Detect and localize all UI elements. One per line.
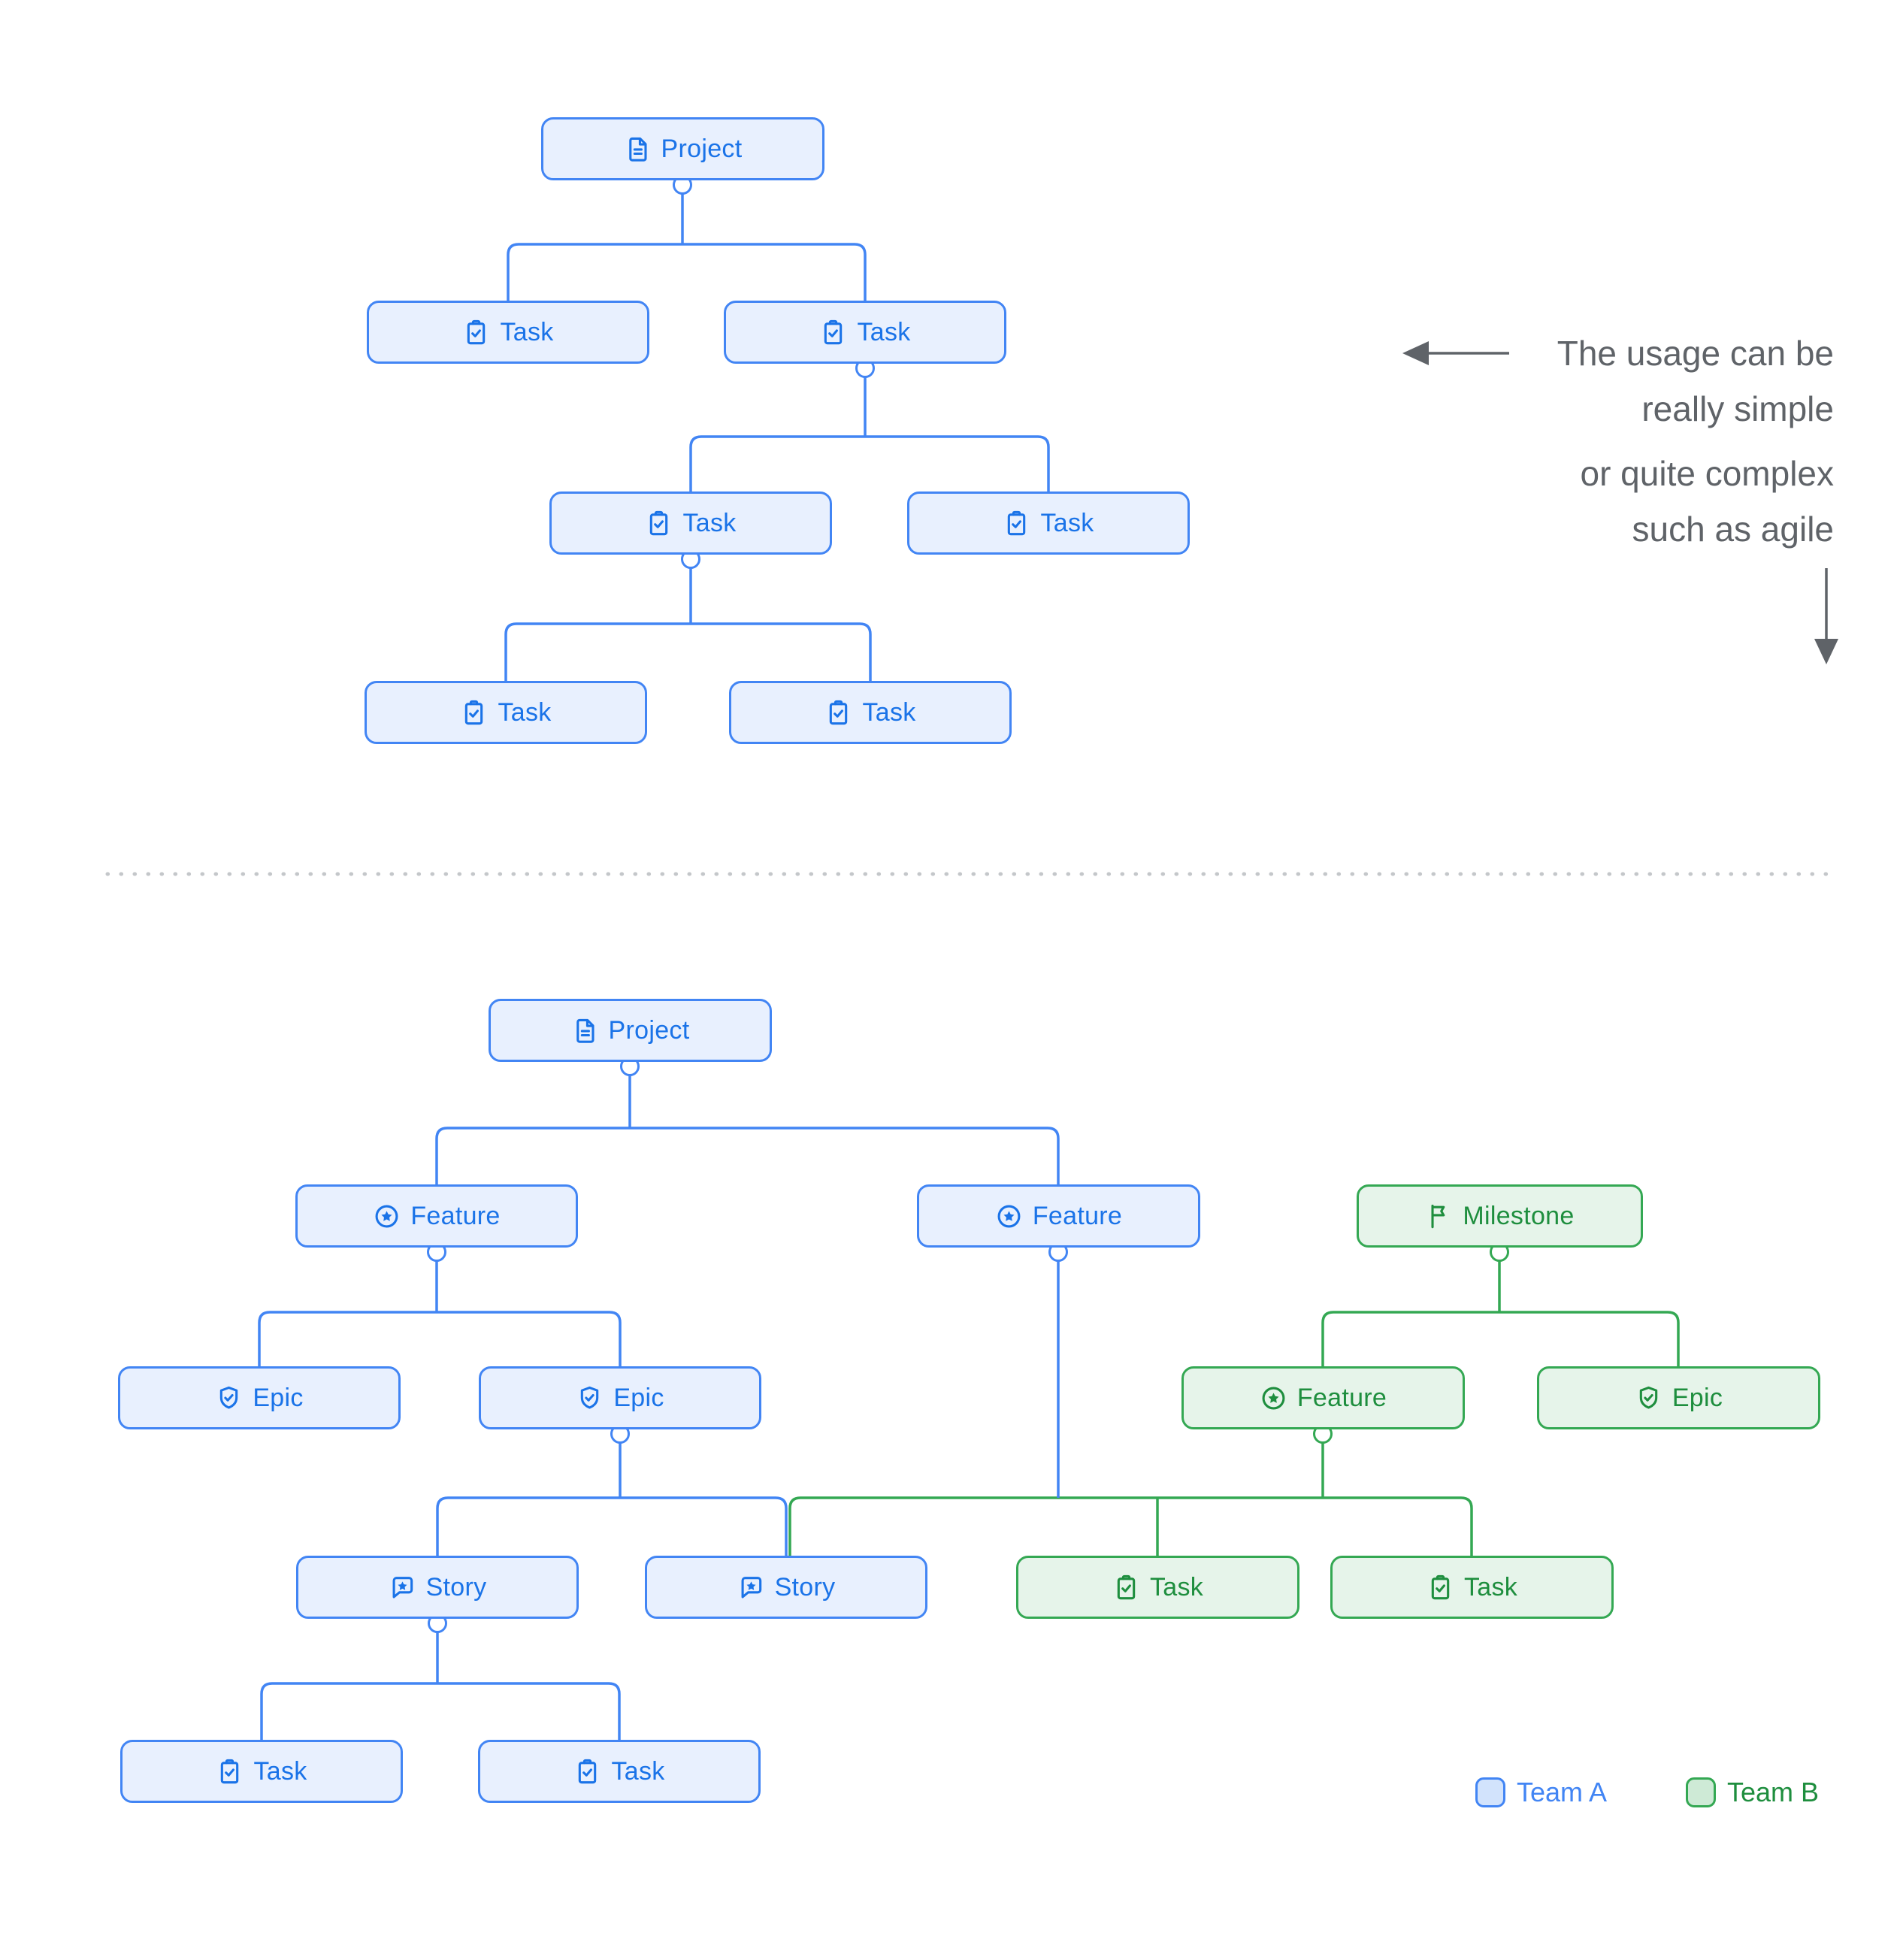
task-icon [573, 1758, 601, 1786]
story-icon [737, 1574, 765, 1602]
fork-connector [504, 568, 872, 681]
legend-item-team-a: Team A [1475, 1777, 1607, 1808]
node-simple-task-2: Task [724, 301, 1006, 364]
legend-item-team-b: Team B [1686, 1777, 1819, 1808]
node-simple-task-1: Task [367, 301, 649, 364]
annotation-line: really simple [1641, 389, 1834, 428]
task-icon [1003, 510, 1030, 537]
annotation-simple: The usage can be really simple [1557, 325, 1834, 437]
node-label: Project [661, 134, 743, 163]
fork-connector [435, 1075, 1060, 1184]
node-label: Project [608, 1015, 690, 1045]
legend-label: Team A [1517, 1777, 1608, 1807]
node-complex-epic-3: Epic [1537, 1366, 1820, 1429]
node-simple-project: Project [541, 117, 824, 180]
document-icon [571, 1017, 599, 1045]
node-simple-task-4: Task [907, 492, 1190, 555]
team-b-swatch-icon [1686, 1777, 1716, 1807]
annotation-complex: or quite complex such as agile [1581, 446, 1835, 557]
task-icon [819, 319, 847, 346]
fork-connector [258, 1261, 622, 1366]
annotation-line: or quite complex [1580, 454, 1835, 493]
fork-connector [260, 1632, 621, 1740]
node-label: Task [857, 317, 911, 346]
node-label: Epic [253, 1383, 304, 1412]
node-label: Story [774, 1572, 836, 1602]
node-complex-story-2: Story [645, 1556, 927, 1619]
task-icon [1426, 1574, 1454, 1602]
task-icon [645, 510, 673, 537]
story-icon [389, 1574, 416, 1602]
node-label: Task [862, 697, 916, 727]
milestone-icon [1425, 1202, 1453, 1230]
fork-connector [689, 377, 1050, 492]
task-icon [460, 699, 488, 727]
node-label: Feature [1296, 1383, 1387, 1412]
annotation-line: The usage can be [1557, 334, 1834, 373]
team-a-swatch-icon [1475, 1777, 1505, 1807]
annotation-line: such as agile [1632, 510, 1835, 549]
task-icon [216, 1758, 244, 1786]
node-label: Milestone [1463, 1201, 1575, 1230]
task-icon [462, 319, 490, 346]
node-label: Task [1463, 1572, 1518, 1602]
node-complex-task-2: Task [1330, 1556, 1614, 1619]
node-complex-milestone: Milestone [1357, 1184, 1643, 1248]
arrow-down-head-icon [1814, 639, 1838, 664]
node-simple-task-6: Task [729, 681, 1012, 744]
node-complex-feature-3: Feature [1181, 1366, 1465, 1429]
task-icon [824, 699, 852, 727]
node-simple-task-3: Task [549, 492, 832, 555]
node-label: Task [500, 317, 554, 346]
arrow-left-head-icon [1402, 341, 1429, 365]
node-complex-feature-2: Feature [917, 1184, 1200, 1248]
legend-label: Team B [1727, 1777, 1820, 1807]
fork-connector [507, 194, 867, 301]
epic-icon [576, 1384, 604, 1412]
node-complex-task-3: Task [120, 1740, 403, 1803]
feature-icon [373, 1202, 401, 1230]
fork-connector [788, 1443, 1473, 1556]
node-label: Task [682, 508, 737, 537]
fork-connector [1321, 1261, 1680, 1366]
node-complex-project: Project [489, 999, 772, 1062]
node-label: Story [425, 1572, 487, 1602]
epic-icon [1635, 1384, 1662, 1412]
feature-icon [1260, 1384, 1287, 1412]
node-complex-story-1: Story [296, 1556, 579, 1619]
node-simple-task-5: Task [365, 681, 647, 744]
node-label: Feature [410, 1201, 501, 1230]
feature-icon [995, 1202, 1023, 1230]
node-complex-epic-2: Epic [479, 1366, 761, 1429]
node-label: Task [253, 1756, 307, 1786]
node-label: Task [611, 1756, 665, 1786]
node-label: Task [498, 697, 552, 727]
node-label: Epic [613, 1383, 664, 1412]
fork-connector [436, 1443, 788, 1556]
node-complex-epic-1: Epic [118, 1366, 401, 1429]
task-icon [1112, 1574, 1140, 1602]
node-complex-feature-1: Feature [295, 1184, 578, 1248]
node-label: Task [1149, 1572, 1204, 1602]
epic-icon [215, 1384, 243, 1412]
document-icon [624, 135, 652, 163]
node-complex-task-4: Task [478, 1740, 761, 1803]
node-label: Task [1040, 508, 1094, 537]
node-label: Epic [1672, 1383, 1723, 1412]
node-complex-task-1: Task [1016, 1556, 1299, 1619]
node-label: Feature [1032, 1201, 1123, 1230]
